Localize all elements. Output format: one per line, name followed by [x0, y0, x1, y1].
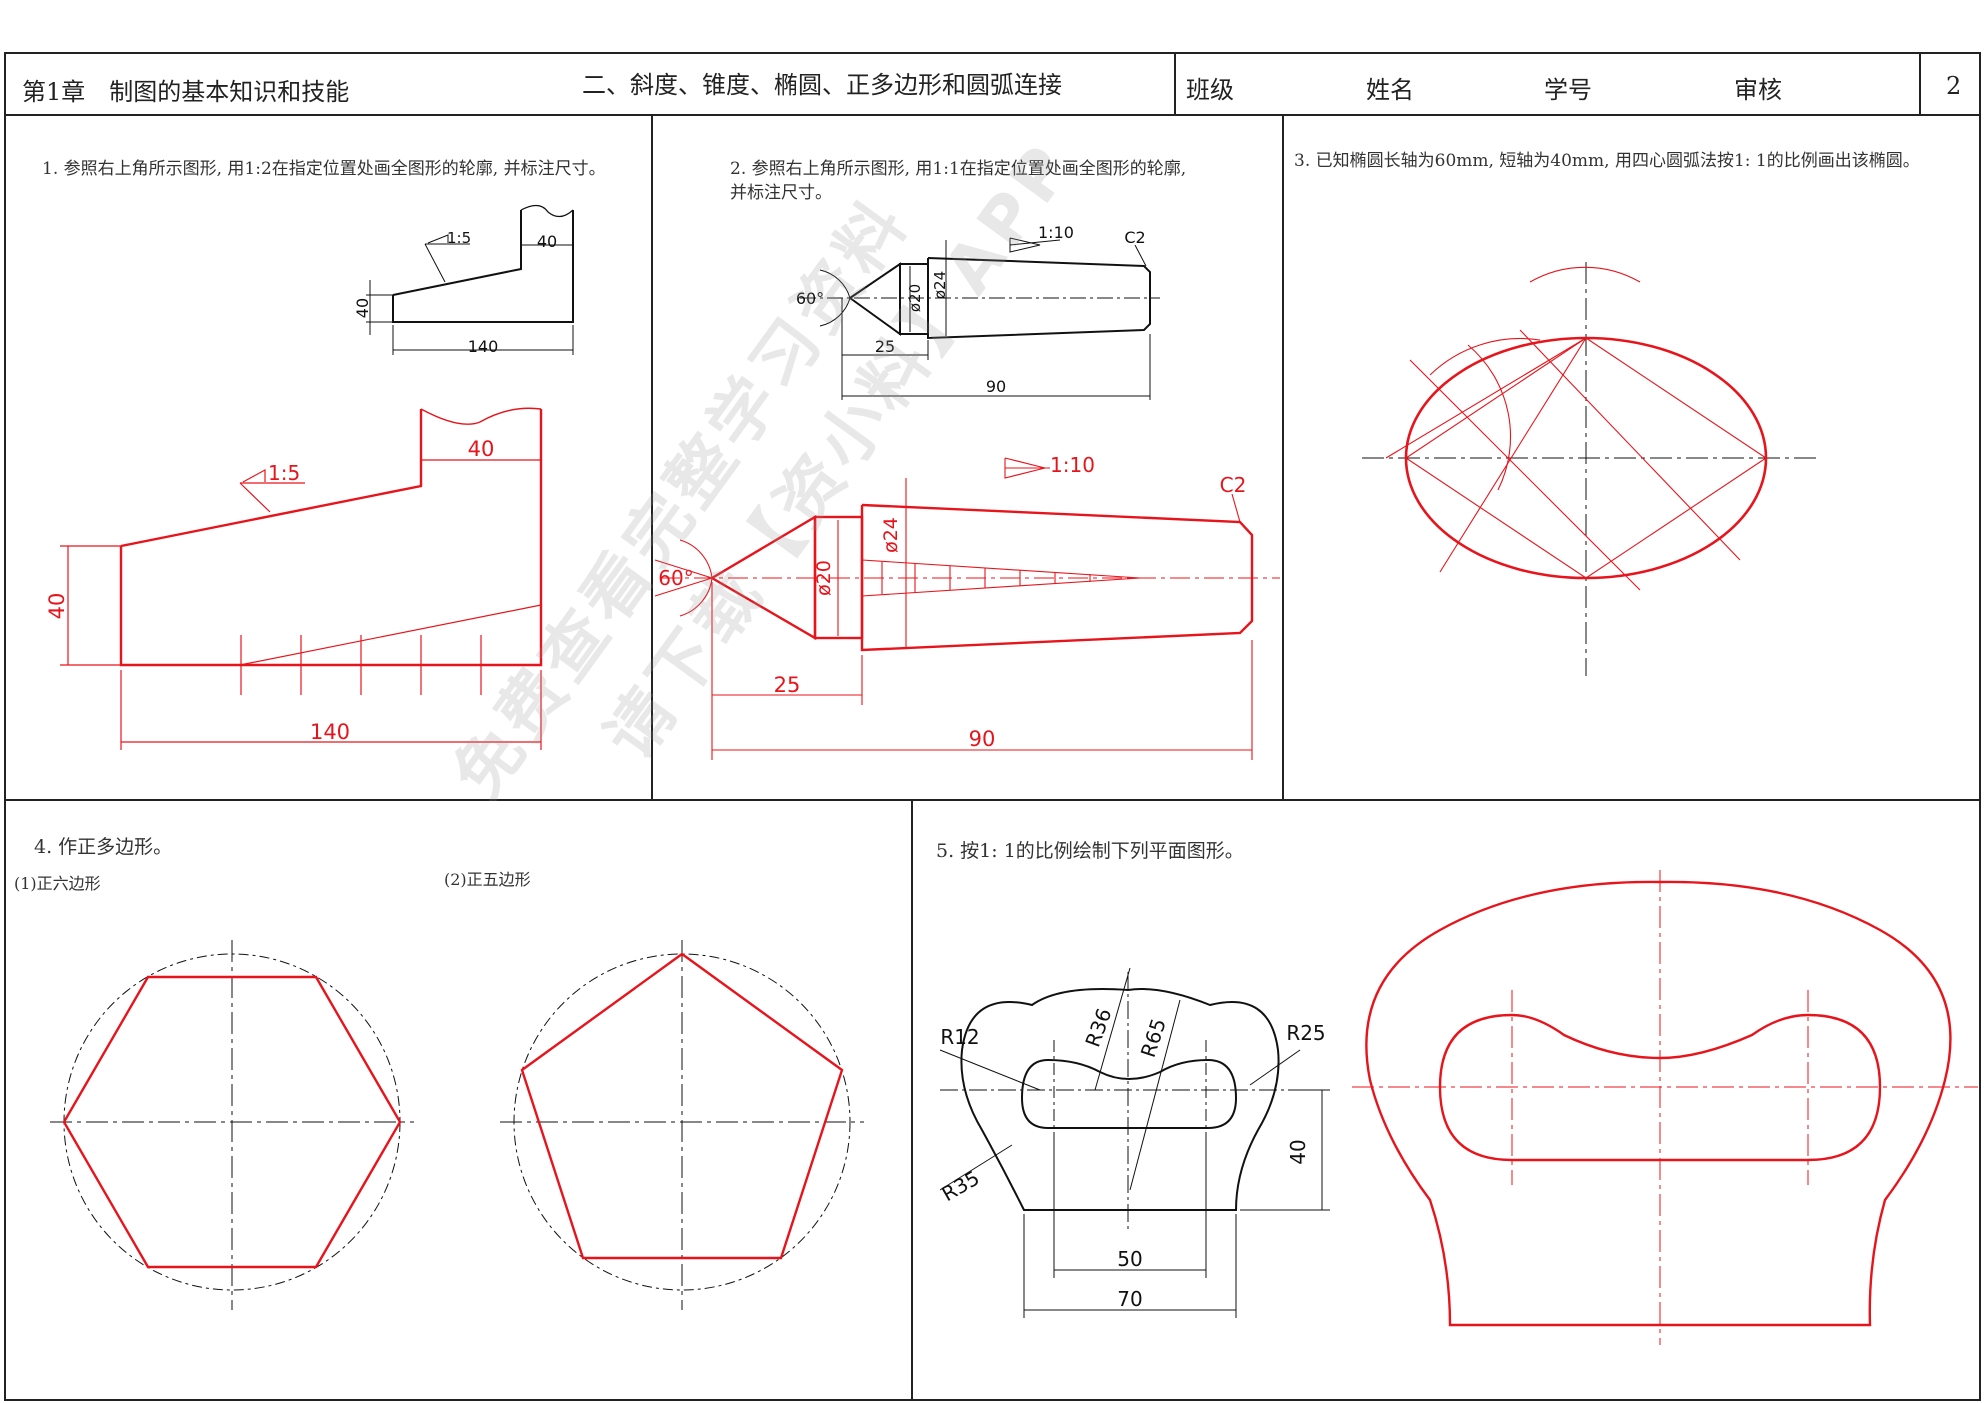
p1-red-figure [119, 407, 543, 667]
p2-red-phi20: ø20 [813, 560, 835, 596]
task-4-hexagon-label: (1)正六边形 [14, 874, 101, 893]
p1-red-construction [60, 459, 542, 750]
p4-hexagon-construction [50, 940, 414, 1310]
class-label: 班级 [1186, 76, 1234, 104]
p1-red-dim-40-h: 40 [468, 437, 495, 461]
task-2-text-line1: 2. 参照右上角所示图形, 用1:1在指定位置处画全图形的轮廓, [730, 159, 1187, 179]
p2-red-dim-25: 25 [774, 673, 801, 697]
p1-ref-dim-140: 140 [468, 337, 499, 356]
p1-red-dim-40-v: 40 [45, 593, 69, 620]
p2-reference-dims [800, 237, 1160, 400]
p5-red-centerlines [1352, 870, 1978, 1345]
p5-dim-40: 40 [1286, 1139, 1310, 1164]
p5-reference-dims [939, 967, 1330, 1318]
p2-ref-taper: 1:10 [1038, 223, 1074, 242]
p2-ref-angle: 60° [796, 289, 824, 308]
p2-ref-dim-25: 25 [875, 337, 895, 356]
p1-ref-dim-40-h: 40 [537, 232, 557, 251]
p2-red-dim-90: 90 [969, 727, 996, 751]
task-1-text: 1. 参照右上角所示图形, 用1:2在指定位置处画全图形的轮廓, 并标注尺寸。 [42, 159, 606, 179]
name-label: 姓名 [1366, 76, 1414, 104]
p5-dim-r35: R35 [937, 1166, 983, 1206]
review-label: 审核 [1734, 76, 1782, 104]
p2-red-taper: 1:10 [1050, 453, 1095, 477]
p2-ref-c2: C2 [1124, 228, 1145, 247]
p4-hexagon [62, 975, 402, 1269]
p2-ref-phi24: ø24 [931, 271, 949, 299]
p5-reference-figure [960, 988, 1280, 1211]
p3-centerlines [1362, 262, 1820, 676]
p3-construction [1385, 266, 1767, 591]
frame-lines [4, 52, 1981, 1401]
p2-red-c2: C2 [1220, 473, 1247, 497]
p2-red-construction [654, 457, 1280, 760]
p1-red-slope: 1:5 [268, 461, 300, 485]
topic-title: 二、斜度、锥度、椭圆、正多边形和圆弧连接 [582, 71, 1062, 99]
p2-red-phi24: ø24 [880, 517, 902, 553]
task-3-text: 3. 已知椭圆长轴为60mm, 短轴为40mm, 用四心圆弧法按1: 1的比例画… [1294, 151, 1920, 171]
p5-dim-r12: R12 [940, 1025, 979, 1049]
task-5-text: 5. 按1: 1的比例绘制下列平面图形。 [936, 840, 1244, 862]
p3-ellipse [1404, 336, 1768, 580]
chapter-title: 第1章 制图的基本知识和技能 [22, 78, 350, 106]
p2-reference-figure [849, 257, 1151, 340]
p1-ref-dim-40-v: 40 [353, 298, 372, 318]
task-4-text: 4. 作正多边形。 [34, 836, 173, 858]
p1-reference-dims [366, 234, 574, 355]
p4-pentagon [520, 952, 844, 1260]
p5-dim-r36: R36 [1080, 1005, 1116, 1050]
p5-red-figure [1365, 880, 1952, 1327]
p2-ref-phi20: ø20 [906, 284, 924, 312]
p5-dim-50: 50 [1117, 1247, 1142, 1271]
p2-red-angle: 60° [658, 566, 693, 590]
task-2-text-line2: 并标注尺寸。 [730, 183, 832, 203]
student-id-label: 学号 [1544, 76, 1592, 104]
p5-dim-70: 70 [1117, 1287, 1142, 1311]
p5-dim-r25: R25 [1286, 1021, 1325, 1045]
p4-pentagon-construction [500, 940, 864, 1310]
p2-ref-dim-90: 90 [986, 377, 1006, 396]
page-number: 2 [1946, 72, 1962, 100]
p1-ref-slope: 1:5 [447, 229, 471, 247]
task-4-pentagon-label: (2)正五边形 [444, 870, 531, 889]
p1-red-dim-140: 140 [310, 720, 350, 744]
p1-reference-figure [392, 204, 574, 323]
